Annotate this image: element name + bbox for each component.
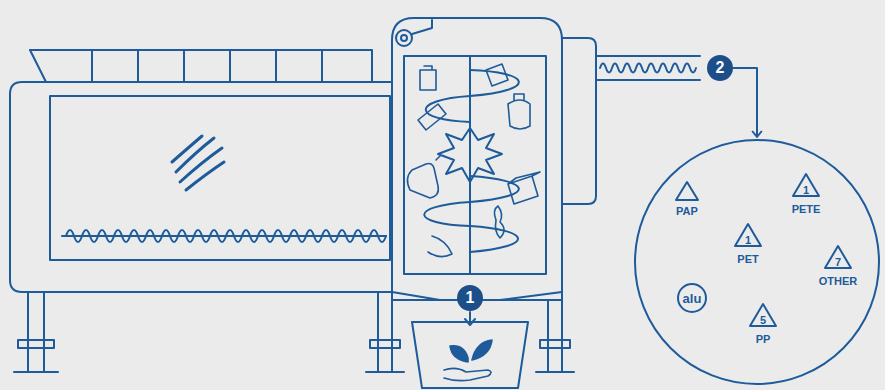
screw-coil (66, 230, 386, 242)
recycle-symbols (676, 174, 851, 326)
trough-window (50, 96, 390, 260)
outlet-housing (562, 38, 596, 204)
shred-marks (172, 136, 224, 190)
recycle-symbol (735, 224, 761, 246)
recycle-symbol (825, 246, 851, 268)
compost-icon (444, 340, 492, 381)
resin-code: 5 (760, 315, 766, 326)
tower-window (404, 56, 546, 274)
material-label: PAP (676, 206, 698, 217)
lid-hinge (396, 30, 412, 46)
sorted-output-circle: PAP1PETE1PETalu7OTHER5PP (634, 139, 880, 385)
auger-tube (596, 56, 700, 80)
separator-tower (392, 18, 562, 300)
rotor-spiral (424, 70, 519, 252)
material-label: alu (683, 292, 702, 305)
material-label: PET (737, 254, 758, 265)
callout-number: 2 (716, 60, 725, 76)
trough-hopper (30, 50, 372, 82)
machine-legs (14, 292, 574, 372)
recycle-symbol (676, 182, 698, 200)
drop-arrow (465, 312, 475, 325)
impact-star (438, 128, 502, 182)
material-label: PP (756, 334, 771, 345)
alu-symbol (678, 284, 706, 312)
callout-number: 1 (457, 285, 483, 311)
rotor-shaft (469, 56, 471, 274)
material-label: OTHER (819, 276, 858, 287)
waste-items (407, 64, 540, 257)
trough-housing (10, 82, 392, 292)
lid-arm (412, 20, 432, 34)
material-label: PETE (792, 204, 821, 215)
recycle-symbol (793, 174, 819, 196)
resin-code: 1 (745, 235, 751, 246)
collection-bin (412, 322, 528, 388)
recycle-symbol (750, 304, 776, 326)
callout-number: 1 (466, 290, 475, 306)
callout-number: 2 (707, 55, 733, 81)
auger-coil (600, 64, 696, 73)
flow-arrow (733, 68, 762, 137)
resin-code: 7 (835, 257, 841, 268)
hopper-dividers (92, 50, 322, 82)
resin-code: 1 (803, 185, 809, 196)
